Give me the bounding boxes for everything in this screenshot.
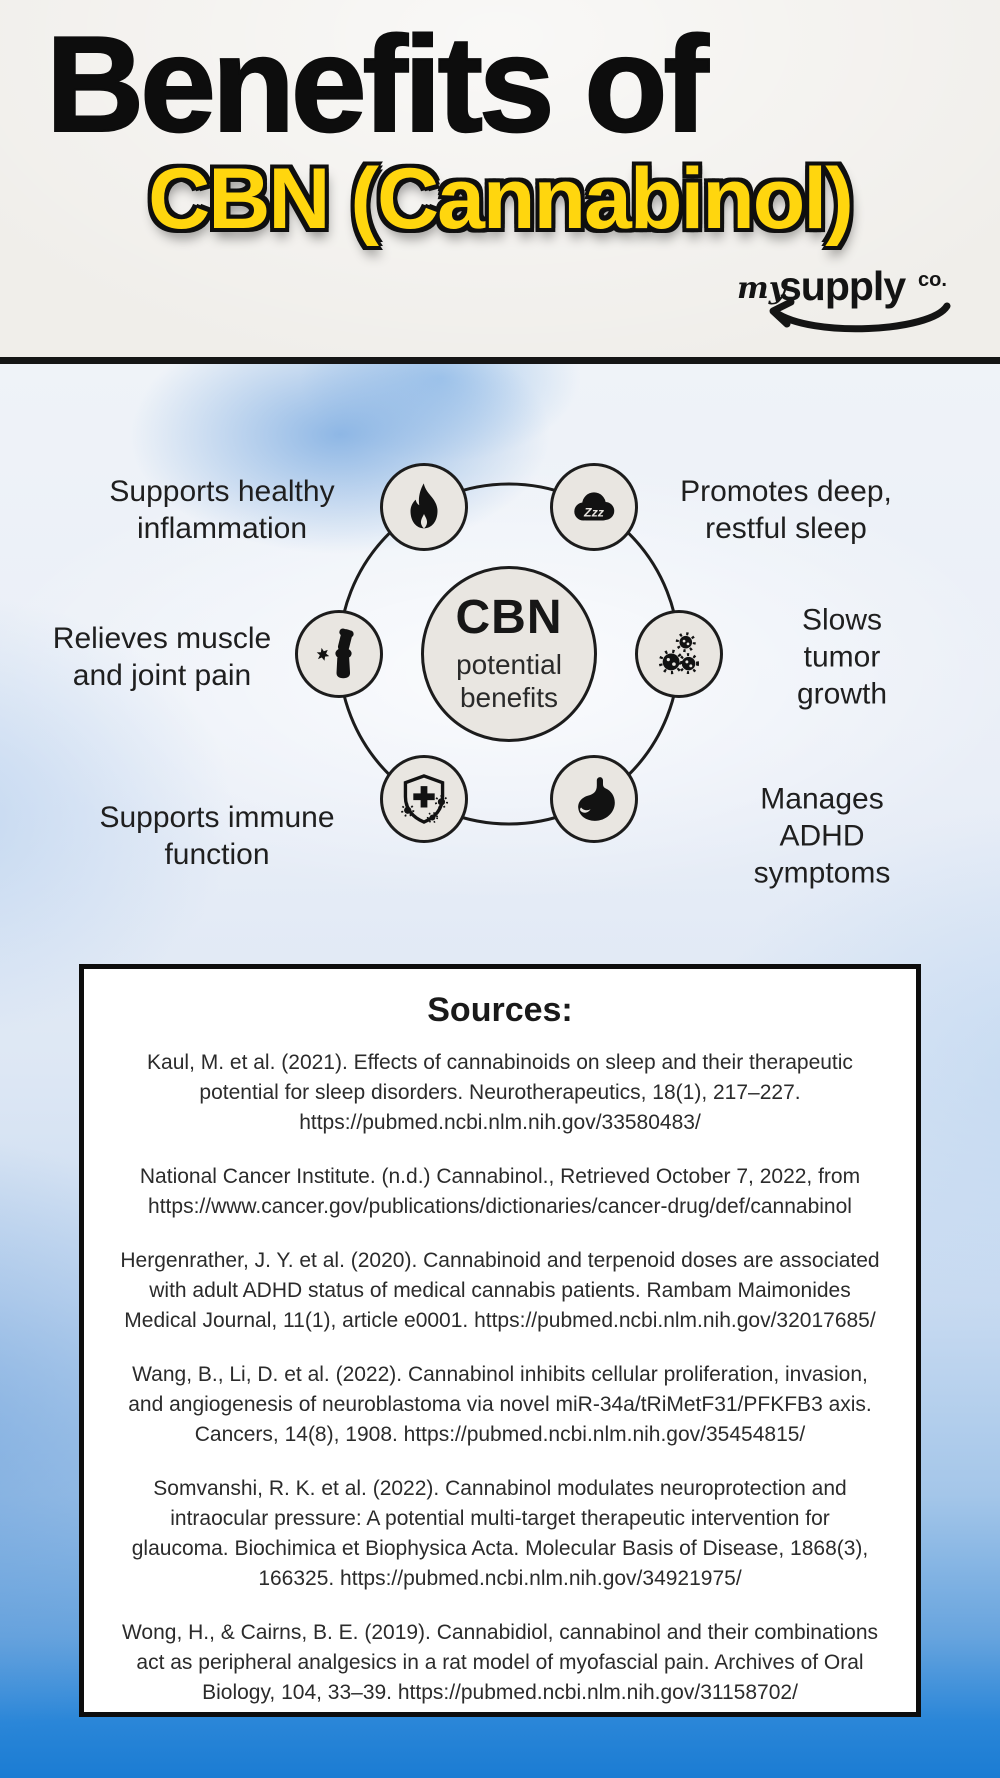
sources-title: Sources: bbox=[427, 991, 573, 1029]
zzz-text: Zzz bbox=[583, 506, 605, 520]
benefit-label-tumor: Slows tumor growth bbox=[796, 603, 888, 711]
flame-icon bbox=[410, 483, 438, 529]
citation-wong: Wong, H., & Cairns, B. E. (2019). Cannab… bbox=[121, 1621, 879, 1704]
citation-somvanshi: Somvanshi, R. K. et al. (2022). Cannabin… bbox=[131, 1477, 869, 1590]
page-subtitle: CBN (Cannabinol) bbox=[148, 151, 854, 247]
sleep-cloud-icon: Zzz bbox=[574, 492, 615, 521]
citation-wang: Wang, B., Li, D. et al. (2022). Cannabin… bbox=[128, 1363, 872, 1446]
benefit-label-immune: Supports immune function bbox=[99, 801, 335, 871]
benefit-circle-inflammation bbox=[380, 463, 468, 551]
benefit-label-adhd: Manages ADHD symptoms bbox=[753, 782, 891, 890]
benefit-circle-adhd bbox=[550, 755, 638, 843]
logo-arrowhead-icon bbox=[769, 298, 795, 328]
header-section: Benefits of CBN (Cannabinol) my supply c… bbox=[0, 0, 1000, 357]
knee-joint-icon bbox=[316, 628, 354, 679]
benefit-circle-joint-pain bbox=[295, 610, 383, 698]
sky-section: CBN potential benefits Zzz bbox=[0, 364, 1000, 1778]
header-divider bbox=[0, 357, 1000, 364]
logo-co-text: co. bbox=[918, 269, 947, 291]
logo-swoosh-arrow-icon bbox=[771, 302, 951, 333]
benefit-circle-sleep: Zzz bbox=[550, 463, 638, 551]
citation-hergenrather: Hergenrather, J. Y. et al. (2020). Canna… bbox=[120, 1249, 880, 1332]
immune-shield-icon bbox=[401, 774, 449, 824]
page-title: Benefits of bbox=[45, 8, 710, 160]
tumor-cells-icon bbox=[658, 632, 700, 675]
benefit-circle-tumor bbox=[635, 610, 723, 698]
logo-supply-text: supply bbox=[779, 263, 906, 309]
benefit-circle-immune bbox=[380, 755, 468, 843]
benefit-label-joint-pain: Relieves muscle and joint pain bbox=[52, 622, 272, 692]
stomach-icon bbox=[578, 777, 615, 821]
citation-nci: National Cancer Institute. (n.d.) Cannab… bbox=[139, 1165, 861, 1218]
cbn-subtitle: potential benefits bbox=[456, 648, 562, 714]
cbn-center-circle: CBN potential benefits bbox=[421, 566, 597, 742]
citation-kaul: Kaul, M. et al. (2021). Effects of canna… bbox=[147, 1051, 853, 1134]
logo-my-text: my bbox=[737, 271, 789, 306]
benefit-label-inflammation: Supports healthy inflammation bbox=[109, 475, 335, 545]
sources-box: Sources: Kaul, M. et al. (2021). Effects… bbox=[79, 964, 921, 1717]
cbn-title: CBN bbox=[455, 591, 563, 645]
benefit-label-sleep: Promotes deep, restful sleep bbox=[680, 475, 892, 545]
mysupplyco-logo: my supply co. bbox=[737, 263, 951, 333]
